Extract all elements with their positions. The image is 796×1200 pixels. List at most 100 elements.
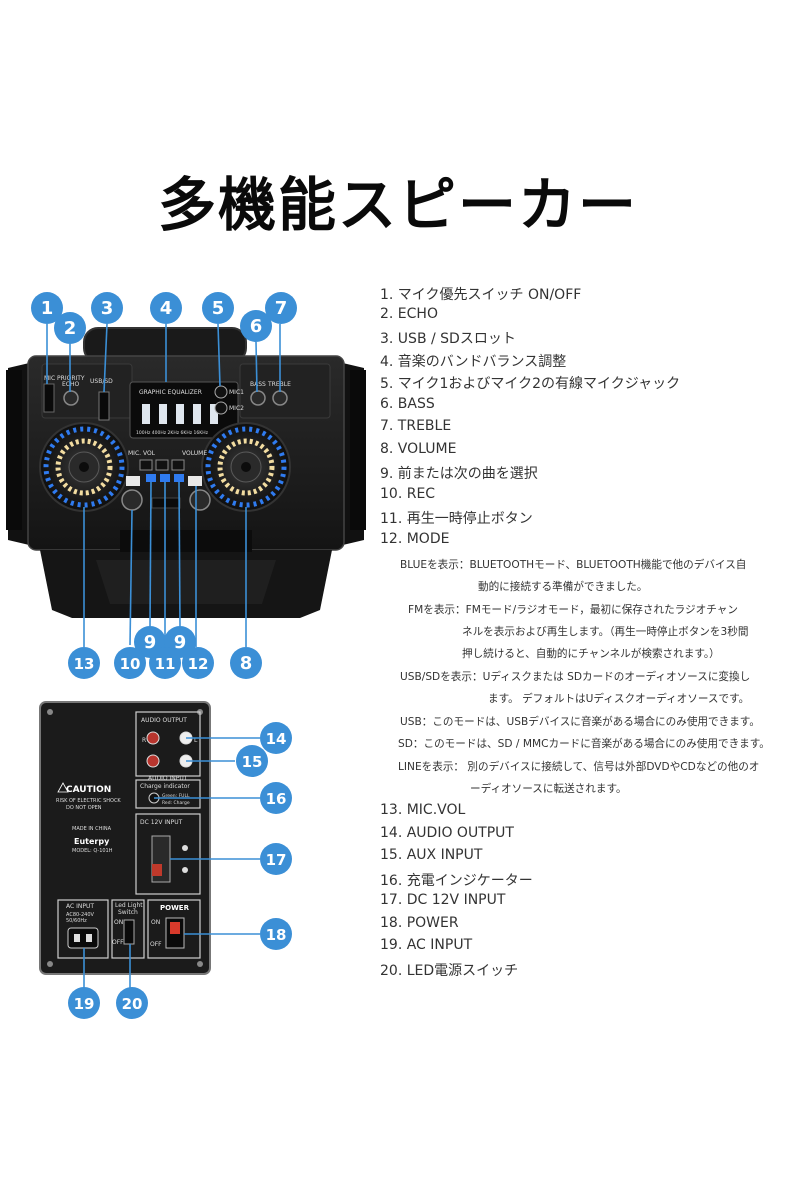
list-item: 16. 充電インジケーター	[380, 873, 533, 889]
right-channel-label: R	[142, 737, 146, 744]
audio-input-label: AUDIO INPUT	[148, 775, 188, 782]
list-item: 15. AUX INPUT	[380, 847, 483, 863]
list-item: 13. MIC.VOL	[380, 802, 466, 818]
mode-detail: LINEを表示： 別のデバイスに接続して、信号は外部DVDやCDなどの他のオ	[398, 761, 760, 773]
list-item: 7. TREBLE	[380, 418, 452, 434]
ac-rating-1: AC80-240V	[66, 912, 95, 918]
list-item: 3. USB / SDスロット	[380, 331, 516, 347]
list-item: 9. 前または次の曲を選択	[380, 466, 538, 482]
svg-text:9: 9	[144, 632, 157, 653]
svg-text:14: 14	[266, 730, 287, 748]
badge-4: 4	[150, 292, 182, 324]
svg-text:18: 18	[266, 926, 287, 944]
bass-label: BASS	[250, 381, 266, 388]
mic-vol-label: MIC. VOL	[128, 450, 156, 457]
badge-12: 12	[182, 647, 214, 679]
badge-2: 2	[54, 312, 86, 344]
svg-text:10: 10	[120, 655, 141, 673]
page-title: 多機能スピーカー	[157, 171, 638, 239]
mode-detail: ます。 デフォルトはUディスクオーディオソースです。	[488, 693, 750, 705]
mode-detail: ーディオソースに転送されます。	[470, 783, 627, 795]
callout-badges: 1 2 3 4 5 6 7 8 9 9 10 11 12 13 14 15 16…	[31, 292, 297, 1019]
speaker-rear-panel: AUDIO OUTPUT R L AUDIO INPUT CAUTION RIS…	[39, 701, 211, 975]
mic1-label: MIC1	[229, 389, 244, 396]
ac-input-label: AC INPUT	[66, 903, 94, 910]
caution-text-2: DO NOT OPEN	[66, 805, 102, 811]
speaker-front-panel: MIC PRIORITY ECHO USB/SD GRAPHIC EQUALIZ…	[6, 327, 366, 618]
audio-output-label: AUDIO OUTPUT	[141, 717, 187, 724]
list-item: 2. ECHO	[380, 306, 438, 322]
red-charge-label: Red: Charge	[162, 800, 190, 806]
list-item: 1. マイク優先スイッチ ON/OFF	[380, 287, 582, 303]
brand-label: Euterpy	[74, 837, 110, 846]
list-item: 18. POWER	[380, 915, 459, 931]
svg-text:11: 11	[155, 655, 176, 673]
eq-title: GRAPHIC EQUALIZER	[139, 389, 202, 396]
svg-text:7: 7	[275, 298, 288, 319]
badge-17: 17	[260, 843, 292, 875]
list-item: 4. 音楽のバンドバランス調整	[380, 354, 567, 370]
svg-text:4: 4	[160, 298, 173, 319]
mode-detail: 動的に接続する準備ができました。	[478, 581, 648, 593]
left-channel-label: L	[194, 737, 198, 744]
svg-text:9: 9	[174, 632, 187, 653]
charge-indicator-label: Charge indicator	[140, 783, 190, 790]
eq-freqs: 100Hz 400Hz 2KHz 6KHz 16KHz	[136, 430, 209, 436]
mode-detail: ネルを表示および再生します。（再生一時停止ボタンを3秒間	[462, 626, 749, 638]
dc-input-label: DC 12V INPUT	[140, 819, 183, 826]
caution-label: CAUTION	[66, 785, 111, 795]
badge-14: 14	[260, 722, 292, 754]
list-item: 19. AC INPUT	[380, 937, 473, 953]
list-item: 12. MODE	[380, 531, 450, 547]
badge-15: 15	[236, 745, 268, 777]
mode-detail: SD：このモードは、SD / MMCカードに音楽がある場合にのみ使用できます。	[398, 738, 770, 750]
svg-text:13: 13	[74, 655, 95, 673]
svg-text:15: 15	[242, 753, 263, 771]
power-off-label: OFF	[150, 941, 162, 948]
power-on-label: ON	[151, 919, 160, 926]
badge-10: 10	[114, 647, 146, 679]
mode-detail: BLUEを表示：BLUETOOTHモード、BLUETOOTH機能で他のデバイス自	[400, 559, 747, 571]
badge-18: 18	[260, 918, 292, 950]
badge-19: 19	[68, 987, 100, 1019]
badge-1: 1	[31, 292, 63, 324]
made-in-label: MADE IN CHINA	[72, 826, 112, 832]
usb-sd-label: USB/SD	[90, 378, 113, 385]
treble-label: TREBLE	[267, 381, 291, 388]
list-item: 20. LED電源スイッチ	[380, 963, 519, 979]
svg-text:5: 5	[212, 298, 225, 319]
badge-13: 13	[68, 647, 100, 679]
svg-text:6: 6	[250, 316, 263, 337]
left-woofer	[39, 422, 129, 512]
badge-3: 3	[91, 292, 123, 324]
badge-20: 20	[116, 987, 148, 1019]
list-item: 17. DC 12V INPUT	[380, 892, 506, 908]
list-item: 11. 再生一時停止ボタン	[380, 511, 533, 527]
svg-text:19: 19	[74, 995, 95, 1013]
svg-text:17: 17	[266, 851, 287, 869]
badge-8: 8	[230, 647, 262, 679]
badge-6: 6	[240, 310, 272, 342]
badge-7: 7	[265, 292, 297, 324]
ac-rating-2: 50/60Hz	[66, 918, 87, 924]
list-item: 10. REC	[380, 486, 436, 502]
svg-text:3: 3	[101, 298, 114, 319]
led-switch-label-1: Led Light	[115, 902, 143, 909]
list-item: 5. マイク1およびマイク2の有線マイクジャック	[380, 376, 681, 392]
power-label: POWER	[160, 904, 190, 912]
caution-text-1: RISK OF ELECTRIC SHOCK	[56, 798, 121, 804]
badge-16: 16	[260, 782, 292, 814]
svg-text:2: 2	[64, 318, 77, 339]
mode-detail: USB/SDを表示：Uディスクまたは SDカードのオーディオソースに変換し	[400, 671, 751, 683]
led-off-label: OFF	[112, 939, 124, 946]
right-woofer	[201, 422, 291, 512]
svg-text:8: 8	[240, 653, 253, 674]
svg-text:16: 16	[266, 790, 287, 808]
model-label: MODEL: Q-101H	[72, 848, 113, 854]
mic2-label: MIC2	[229, 405, 244, 412]
list-item: 8. VOLUME	[380, 441, 457, 457]
led-on-label: ON	[114, 919, 123, 926]
mode-detail: 押し続けると、自動的にチャンネルが検索されます。）	[462, 648, 720, 660]
leader-lines	[46, 323, 281, 988]
list-item: 6. BASS	[380, 396, 435, 412]
